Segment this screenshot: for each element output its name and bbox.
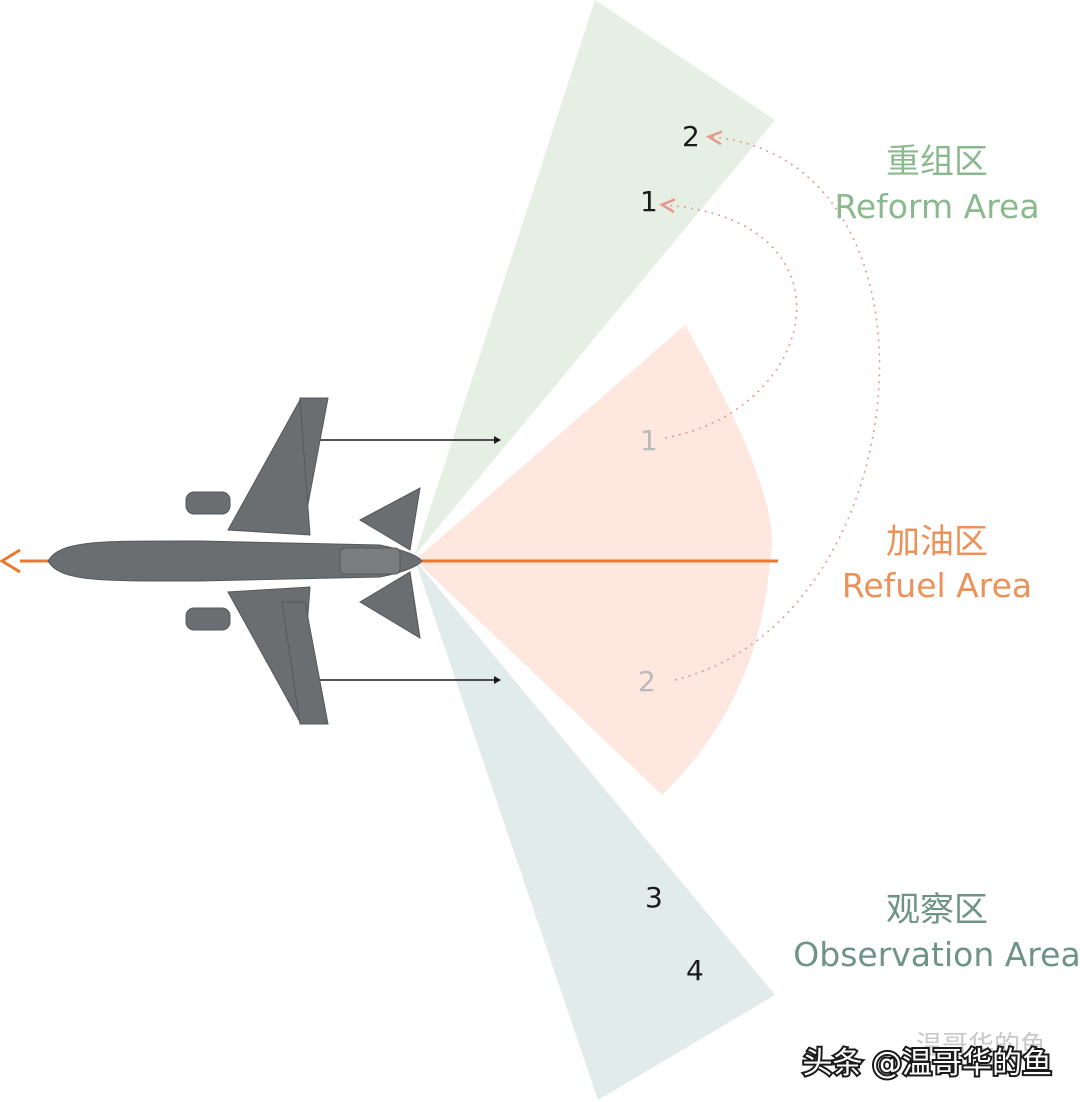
- position-number: 2: [638, 665, 656, 698]
- watermark-faint: 温哥华的鱼: [916, 1031, 1046, 1061]
- position-number: 4: [686, 954, 704, 987]
- reform-area-label-cn: 重组区: [886, 142, 988, 182]
- refuel-area-label-cn: 加油区: [886, 522, 988, 562]
- tanker-aircraft-icon: [47, 397, 423, 725]
- observation-area-zone: [415, 560, 775, 1100]
- reform-path-2: [674, 137, 881, 681]
- drogue-icon-lower: [494, 676, 501, 684]
- position-number: 1: [640, 185, 658, 218]
- position-number: 2: [682, 120, 700, 153]
- observation-area-label-en: Observation Area: [793, 935, 1080, 974]
- reform-path-1: [665, 205, 798, 439]
- heading-arrow-icon: [0, 548, 21, 574]
- reform-area-label-en: Reform Area: [834, 187, 1039, 226]
- refuel-area-label-en: Refuel Area: [842, 566, 1032, 605]
- position-number: 3: [645, 881, 663, 914]
- watermark: 头条 @温哥华的鱼: [802, 1046, 1052, 1081]
- position-number: 1: [640, 424, 658, 457]
- reform-area-zone: [415, 0, 775, 555]
- drogue-icon-upper: [494, 436, 501, 444]
- observation-area-label-cn: 观察区: [886, 890, 988, 930]
